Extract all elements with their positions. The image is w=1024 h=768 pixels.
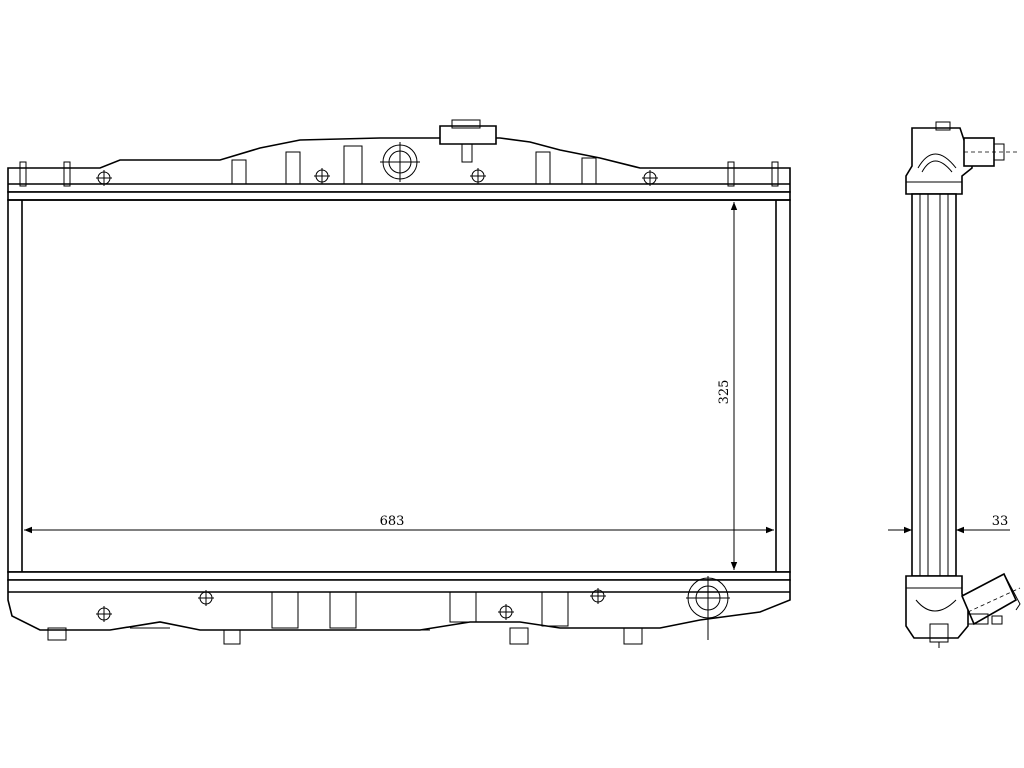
bottom-header-strip — [7, 571, 791, 581]
side-view — [905, 121, 1021, 648]
height-label: 325 — [717, 380, 732, 405]
top-header-strip — [7, 191, 791, 201]
front-view — [7, 119, 791, 645]
bottom-tank — [7, 579, 791, 631]
width-dimension: 683 — [24, 514, 774, 534]
depth-dimension: 33 — [888, 514, 1010, 534]
width-label: 683 — [380, 514, 405, 529]
depth-label: 33 — [992, 514, 1009, 529]
height-dimension: 325 — [717, 202, 738, 570]
